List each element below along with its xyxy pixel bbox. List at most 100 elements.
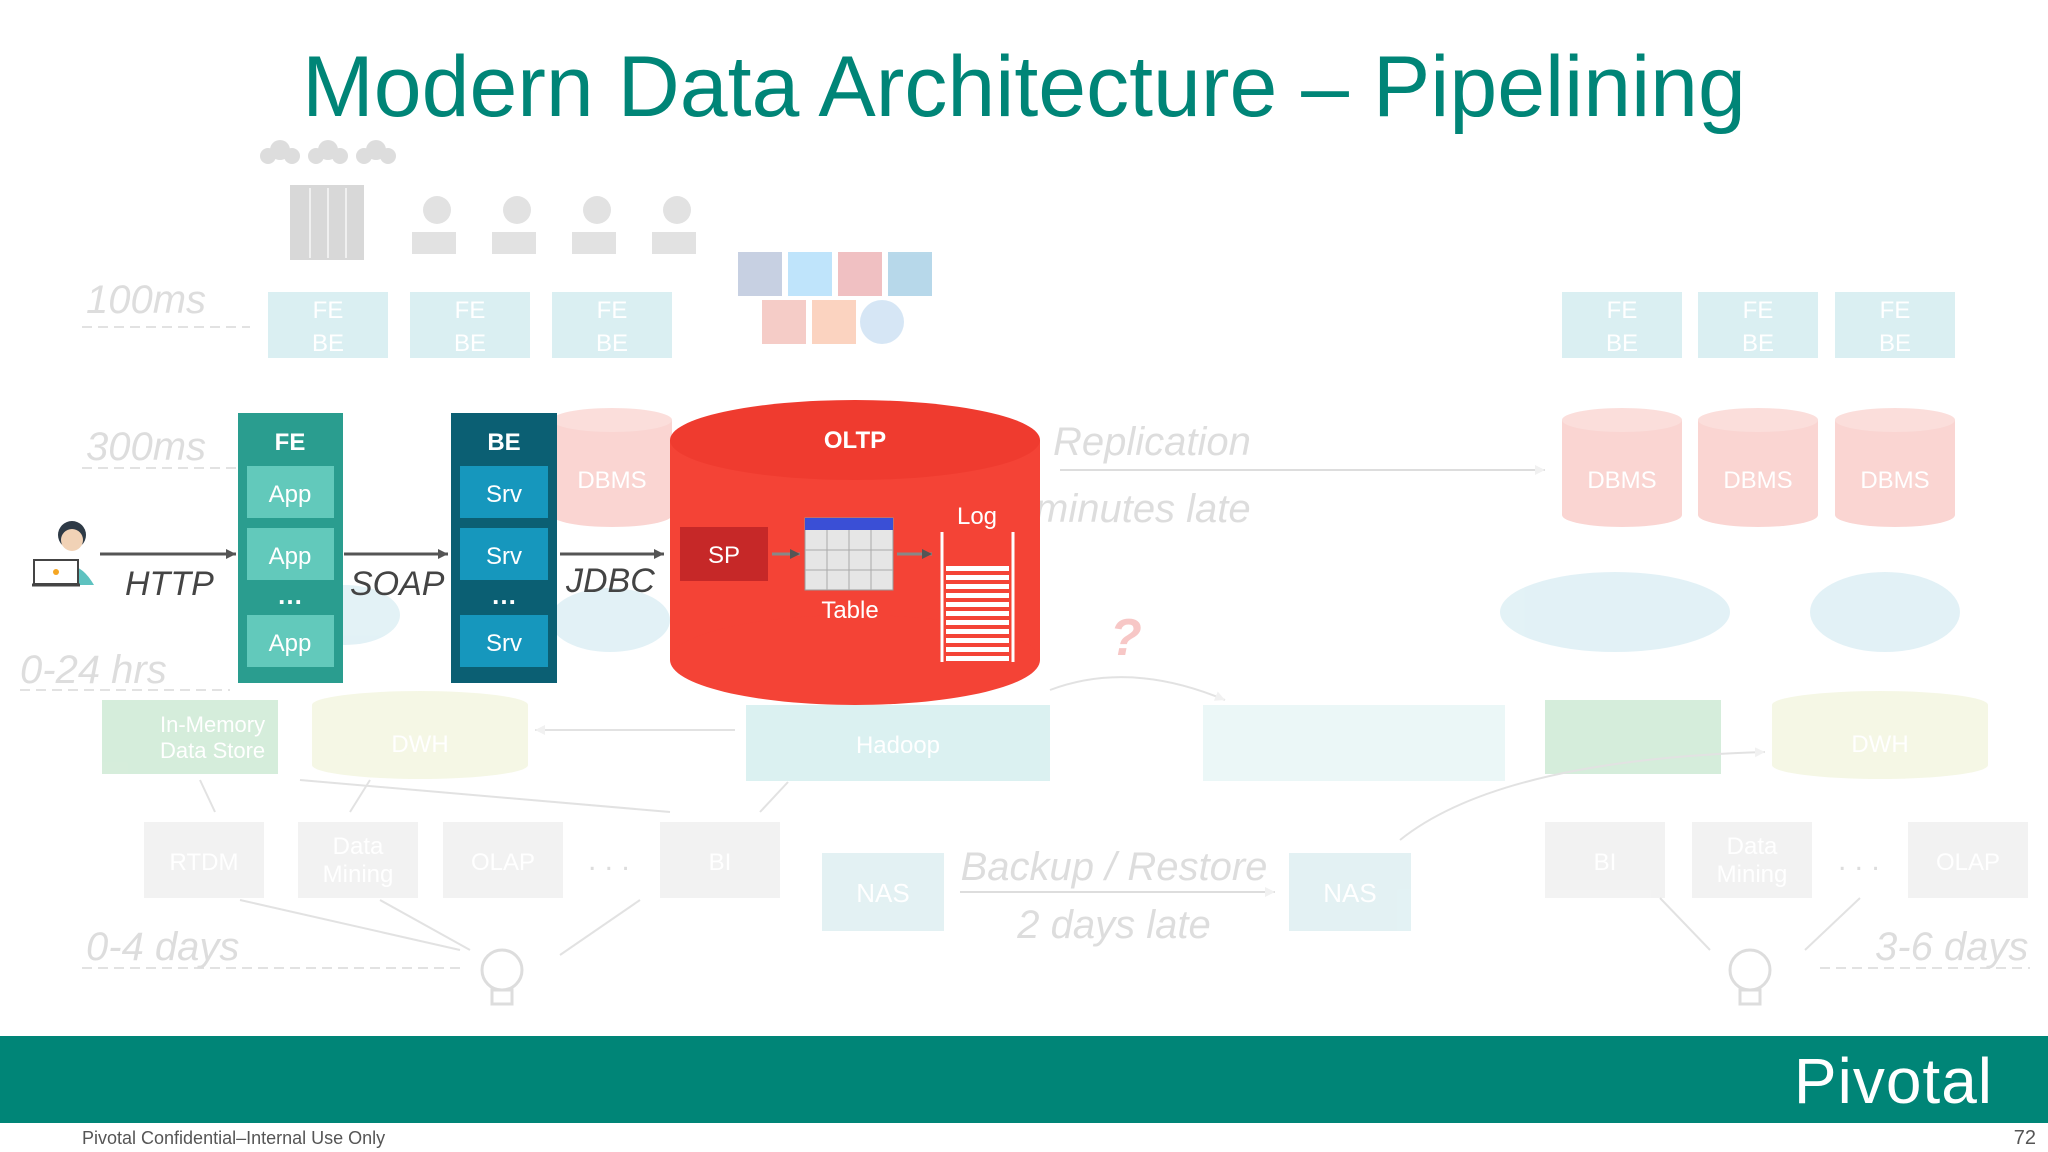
pinterest-icon (838, 252, 882, 296)
sp-box (680, 527, 768, 581)
fe-be-fe-label: FE (597, 297, 628, 324)
fe-be-box (410, 292, 530, 358)
fe-be-fe-label: FE (1743, 297, 1774, 324)
consumer-label: OLAP (471, 849, 535, 876)
right-dots: . . . (1838, 844, 1880, 877)
dbms-cylinder-top (1835, 408, 1955, 432)
user-laptop-icon (32, 521, 94, 587)
consumer-label: BI (1594, 849, 1617, 876)
fe-be-box (1698, 292, 1818, 358)
app-label-3: App (269, 630, 312, 657)
fe-be-be-label: BE (312, 330, 344, 357)
fe-column: FE App App … App (238, 413, 343, 683)
confidential-notice: Pivotal Confidential–Internal Use Only (82, 1128, 386, 1148)
srv-box-2 (460, 528, 548, 580)
srv-label-3: Srv (486, 630, 522, 657)
oltp-cylinder: OLTP SP Table Log (670, 400, 1040, 705)
jdbc-label: JDBC (565, 562, 655, 600)
hadoop-label: Hadoop (856, 732, 940, 759)
mid-box (1203, 705, 1505, 781)
http-label: HTTP (125, 565, 214, 603)
dbms-label: DBMS (1723, 467, 1792, 494)
fe-be-be-label: BE (1606, 330, 1638, 357)
app-box-2 (247, 528, 334, 580)
cloud-right-2 (1810, 572, 1960, 652)
dbms-cylinder-top (1698, 408, 1818, 432)
fe-be-be-label: BE (1879, 330, 1911, 357)
soap-label: SOAP (350, 565, 445, 603)
log-icon (940, 532, 1015, 662)
dbms-cylinder (1562, 420, 1682, 515)
latency-0-24hrs: 0-24 hrs (20, 648, 167, 692)
srv-box-1 (460, 466, 548, 518)
dbms-cylinder-bottom (1698, 503, 1818, 527)
backup-label: Backup / Restore (961, 845, 1268, 889)
dbms-label: DBMS (577, 467, 646, 494)
nas-right-label: NAS (1323, 878, 1376, 908)
dbms-cylinder-bottom (1562, 503, 1682, 527)
pivotal-logo: Pivotal (1793, 1045, 1993, 1117)
footer-bar: Pivotal (0, 1036, 2048, 1123)
dwh-right-label: DWH (1851, 731, 1908, 758)
minutes-late-label: minutes late (1035, 487, 1251, 531)
be-column: BE Srv Srv … Srv (451, 413, 557, 683)
fe-be-fe-label: FE (1880, 297, 1911, 324)
app-label-1: App (269, 481, 312, 508)
srv-box-3 (460, 615, 548, 667)
replication-label: Replication (1053, 420, 1251, 464)
oltp-label: OLTP (824, 427, 886, 454)
srv-label-1: Srv (486, 481, 522, 508)
lightbulb-icon (480, 948, 1772, 1006)
latency-300ms: 300ms (86, 425, 206, 469)
page-title: Modern Data Architecture – Pipelining (302, 39, 1746, 135)
in-memory-store (102, 700, 278, 774)
fe-be-box (552, 292, 672, 358)
user-laptop-icon (412, 196, 696, 254)
srv-label-2: Srv (486, 543, 522, 570)
consumer-box (660, 822, 780, 898)
fe-be-fe-label: FE (313, 297, 344, 324)
dwh-left-label: DWH (391, 731, 448, 758)
fe-be-box (1835, 292, 1955, 358)
sp-label: SP (708, 542, 740, 569)
in-memory-store-right (1545, 700, 1721, 774)
google-plus-icon (762, 300, 806, 344)
consumer-box (1692, 822, 1812, 898)
nas-left (822, 853, 944, 931)
twitter-icon (788, 252, 832, 296)
background-layer: 100ms 300ms 0-24 hrs 0-4 days 3-6 days (20, 140, 2030, 1006)
consumer-box (298, 822, 418, 898)
be-ellipsis: … (491, 580, 517, 610)
consumer-box (443, 822, 563, 898)
facebook-icon (738, 252, 782, 296)
cloud-right-1 (1500, 572, 1730, 652)
crowd-icon (260, 140, 396, 164)
app-label-2: App (269, 543, 312, 570)
nas-right (1289, 853, 1411, 931)
consumer-label: BI (709, 849, 732, 876)
dbms-cylinder-bottom (1835, 503, 1955, 527)
fe-header: FE (275, 429, 306, 456)
dbms-label: DBMS (1587, 467, 1656, 494)
architecture-diagram: 100ms 300ms 0-24 hrs 0-4 days 3-6 days (20, 140, 2030, 1006)
nas-left-label: NAS (856, 878, 909, 908)
dbms-cylinder-bottom (552, 503, 672, 527)
fe-be-box (268, 292, 388, 358)
fe-be-fe-label: FE (1607, 297, 1638, 324)
app-box-1 (247, 466, 334, 518)
page-number: 72 (2013, 1127, 2036, 1149)
dbms-cylinder-top (1562, 408, 1682, 432)
consumer-box (1908, 822, 2028, 898)
consumer-box (144, 822, 264, 898)
cloud-mid (550, 588, 670, 652)
latency-3-6days: 3-6 days (1875, 925, 2028, 969)
be-header: BE (487, 429, 520, 456)
fe-ellipsis: … (277, 580, 303, 610)
